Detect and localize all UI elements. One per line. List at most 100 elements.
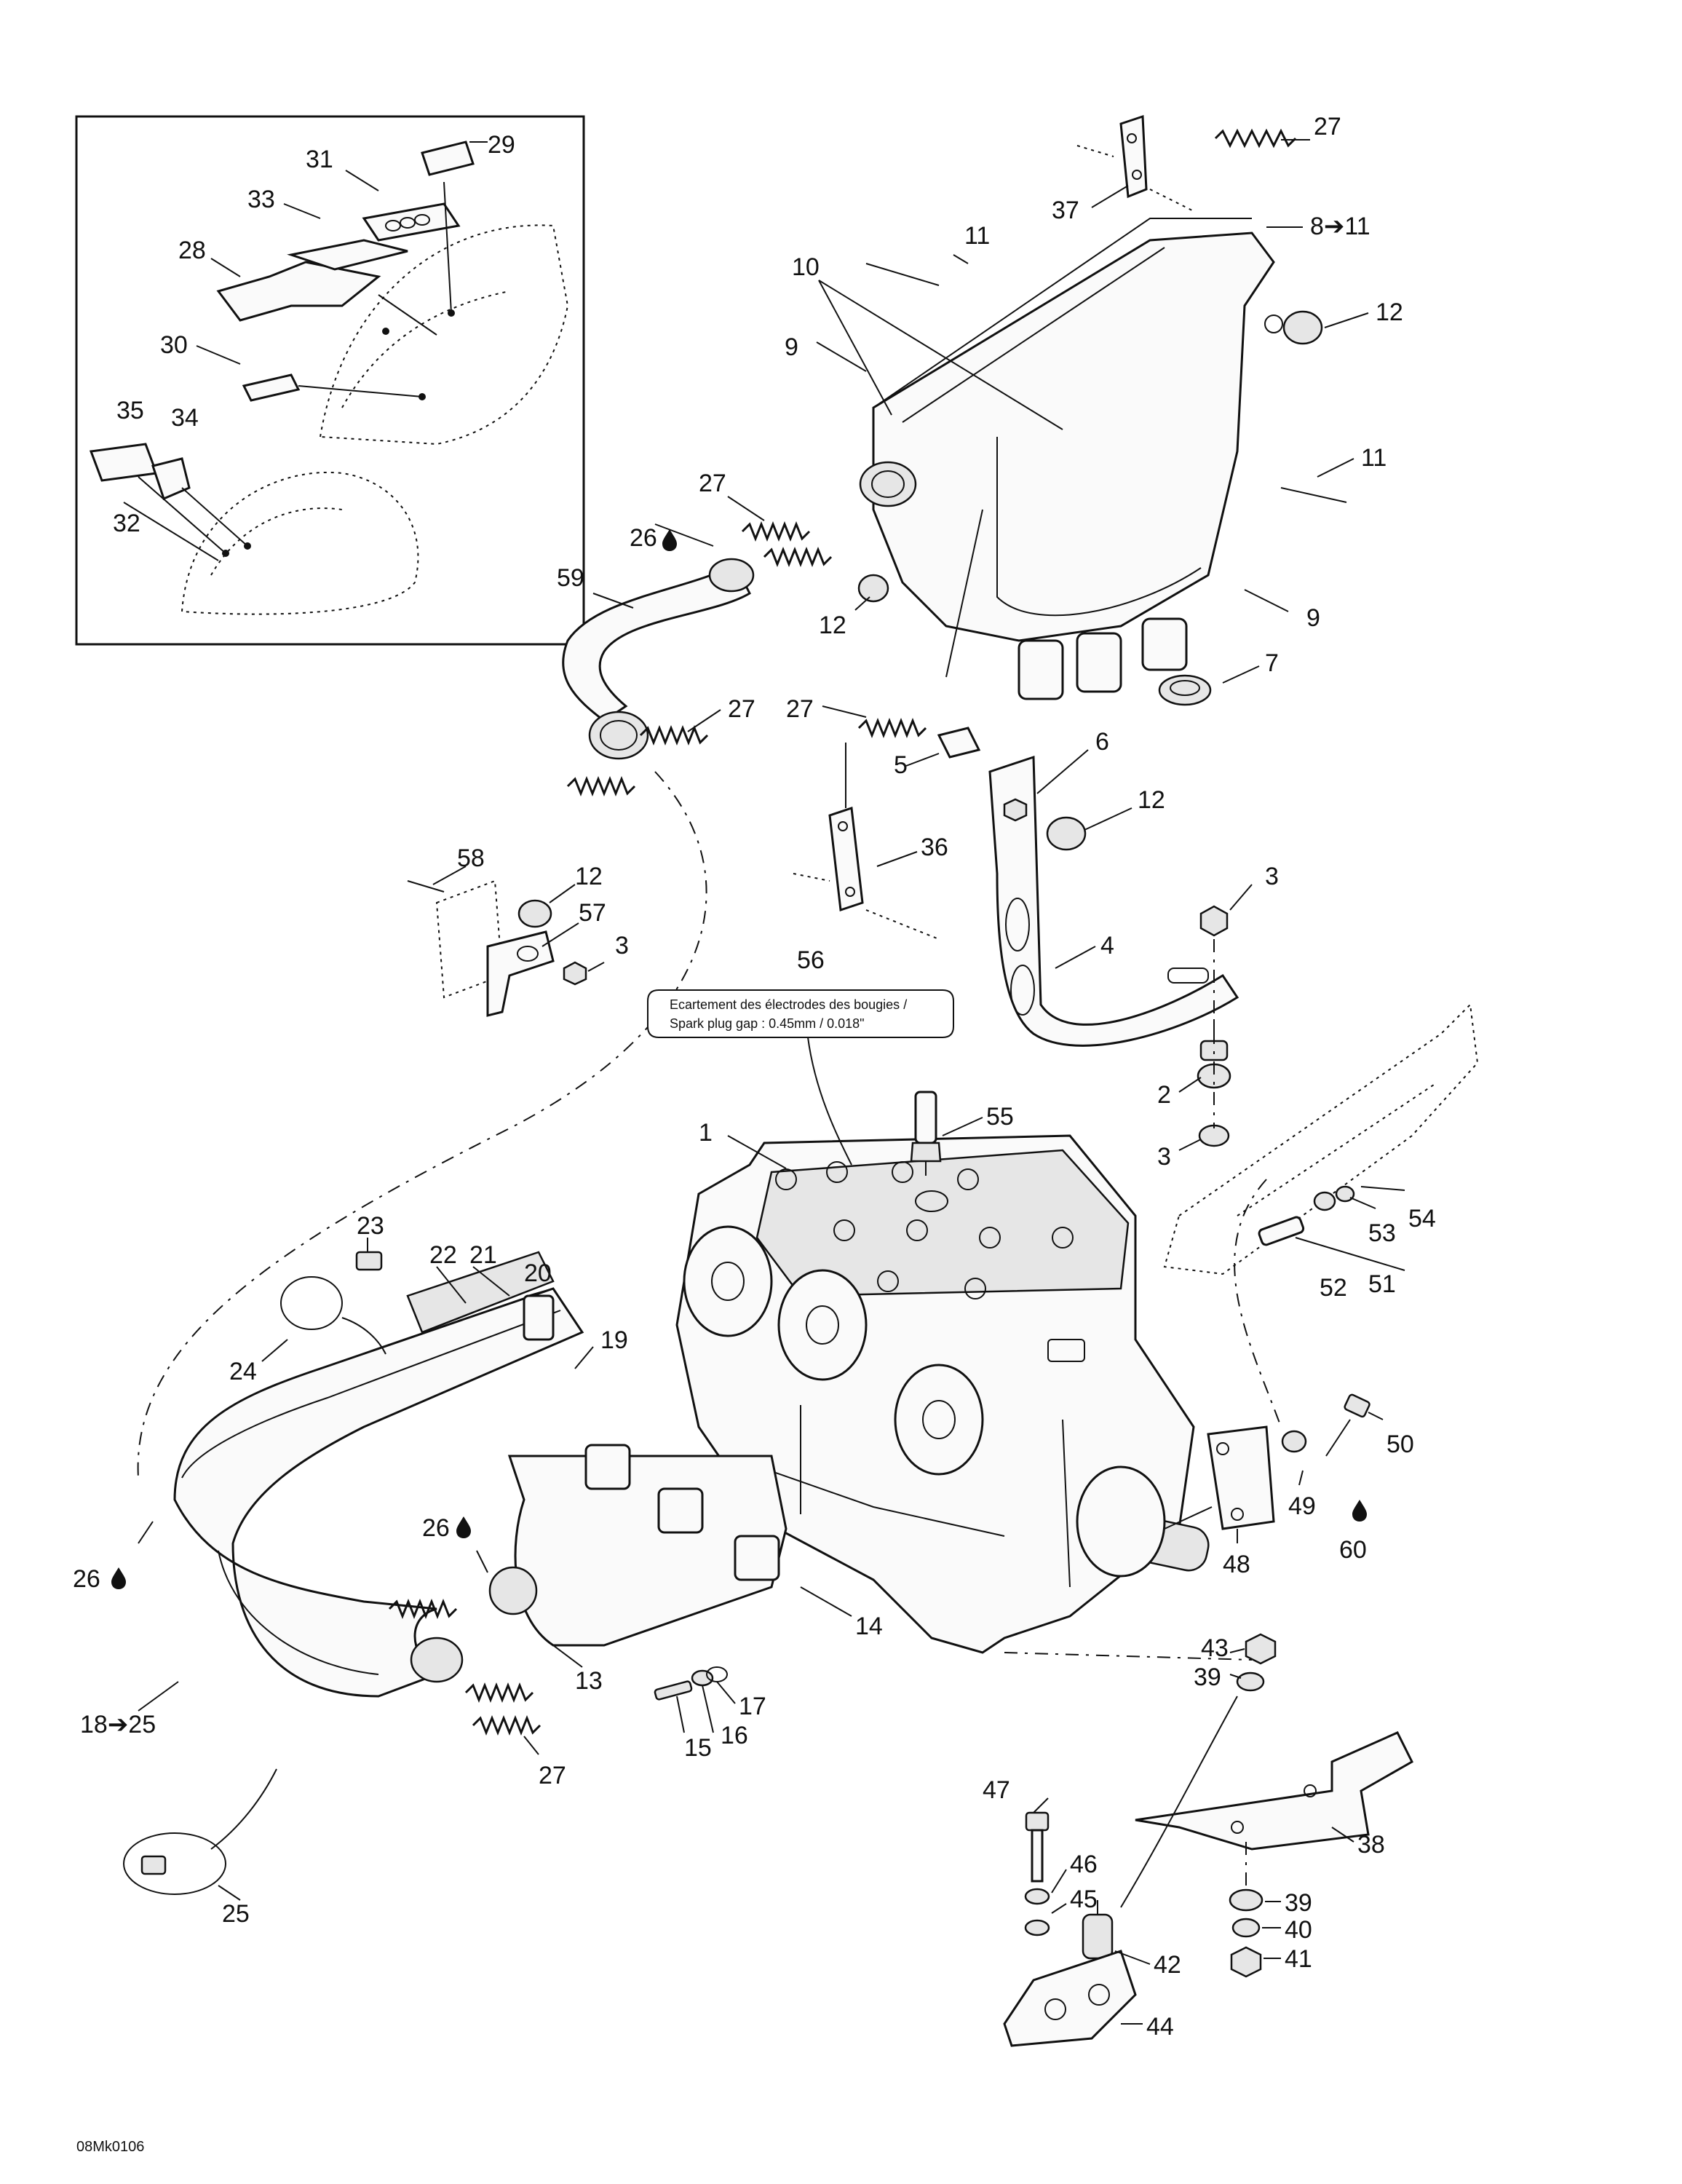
callout-36: 36: [921, 834, 948, 861]
callout-20: 20: [524, 1259, 552, 1287]
panel-31: [362, 202, 461, 242]
callout-59: 59: [557, 564, 584, 592]
engine-block: [675, 1134, 1210, 1654]
spark-plug-55: [910, 1091, 983, 1176]
inset-panel: [75, 115, 585, 646]
spark-plug-gap-note: Ecartement des électrodes des bougies / …: [647, 989, 954, 1038]
callout-4: 4: [1100, 932, 1114, 960]
callout-40: 40: [1285, 1916, 1312, 1944]
panel-30: [242, 373, 301, 402]
panel-29: [421, 141, 475, 176]
panel-33: [287, 239, 408, 271]
tail-pipe-59: [562, 523, 755, 760]
callout-13: 13: [575, 1667, 603, 1695]
callout-22: 22: [429, 1241, 457, 1269]
callout-24: 24: [229, 1358, 257, 1385]
callout-49: 49: [1288, 1492, 1316, 1520]
callout-7: 7: [1265, 649, 1279, 677]
callout-27-bracket: 27: [786, 695, 814, 723]
lower-mount: [1003, 1633, 1413, 2047]
callout-48: 48: [1223, 1551, 1250, 1578]
callout-50: 50: [1387, 1431, 1414, 1458]
callout-47: 47: [983, 1776, 1010, 1804]
callout-38: 38: [1357, 1831, 1385, 1859]
muffler-assembly: [816, 114, 1369, 706]
callout-54: 54: [1408, 1205, 1436, 1233]
callout-12-bracket: 12: [1138, 786, 1165, 814]
callout-26-mid: 26: [422, 1514, 450, 1542]
callout-51: 51: [1368, 1270, 1396, 1298]
callout-43: 43: [1201, 1634, 1229, 1662]
callout-53: 53: [1368, 1219, 1396, 1247]
callout-27-bottom: 27: [539, 1762, 566, 1789]
callout-42: 42: [1154, 1951, 1181, 1979]
callout-57: 57: [579, 899, 606, 927]
callout-9-top: 9: [785, 333, 798, 361]
callout-46: 46: [1070, 1851, 1098, 1878]
callout-labels: 1 2 3 3 3 4 5 6 7 8➔11 9 9 10 11 11 12 1…: [73, 113, 1436, 2041]
frame-section: [1163, 1002, 1479, 1275]
routing-line: [137, 771, 707, 1479]
callout-28: 28: [178, 237, 206, 264]
callout-60: 60: [1339, 1536, 1367, 1564]
callout-3-left: 3: [615, 932, 629, 960]
drop-icon: [111, 529, 1367, 1589]
callout-31: 31: [306, 146, 333, 173]
panel-28: [216, 261, 381, 322]
callout-23: 23: [357, 1212, 384, 1240]
callout-58: 58: [457, 844, 485, 872]
callout-26-top: 26: [630, 524, 657, 552]
callout-16: 16: [721, 1722, 748, 1749]
bracket-4: [905, 727, 1239, 1047]
callout-2: 2: [1157, 1081, 1171, 1109]
mount-2: [1178, 884, 1253, 1151]
callout-27-pipe: 27: [728, 695, 755, 723]
callout-12-muffler: 12: [1376, 298, 1403, 326]
callout-33: 33: [247, 186, 275, 213]
spark-note-line-1: Ecartement des électrodes des bougies /: [670, 997, 907, 1012]
callout-39-bottom: 39: [1285, 1889, 1312, 1917]
diagram-code: 08Mk0106: [76, 2139, 144, 2155]
callout-3-top: 3: [1265, 863, 1279, 890]
callout-44: 44: [1146, 2013, 1174, 2041]
callout-8: 8➔11: [1310, 213, 1370, 240]
callout-32: 32: [113, 510, 140, 537]
callout-41: 41: [1285, 1945, 1312, 1973]
plate-48: [1164, 1393, 1384, 1543]
callout-17: 17: [739, 1693, 766, 1720]
callout-6: 6: [1095, 728, 1109, 756]
callout-27-top: 27: [1314, 113, 1341, 141]
callout-11-top: 11: [964, 222, 990, 250]
callout-11-right: 11: [1361, 444, 1387, 472]
callout-1: 1: [699, 1119, 713, 1147]
callout-21: 21: [469, 1241, 497, 1269]
routing-line-3: [1234, 1179, 1282, 1428]
callout-5: 5: [894, 751, 908, 779]
callout-34: 34: [171, 404, 199, 432]
callout-3-bottom: 3: [1157, 1143, 1171, 1171]
callout-18: 18➔25: [80, 1711, 156, 1738]
panel-34: [151, 457, 191, 501]
callout-52: 52: [1320, 1274, 1347, 1302]
bracket-36: [793, 806, 940, 940]
panel-35: [89, 443, 159, 482]
callout-39-top: 39: [1194, 1663, 1221, 1691]
callout-19: 19: [600, 1326, 628, 1354]
callout-37: 37: [1052, 197, 1079, 224]
callout-27-mid: 27: [699, 470, 726, 497]
callout-35: 35: [116, 397, 144, 424]
callout-9-bottom: 9: [1306, 604, 1320, 632]
callout-29: 29: [488, 131, 515, 159]
callout-26-left: 26: [73, 1565, 100, 1593]
callout-56: 56: [797, 946, 825, 974]
springs-27: [566, 496, 927, 808]
callout-30: 30: [160, 331, 188, 359]
callout-12-mid: 12: [819, 612, 846, 639]
routing-line-2: [1004, 1652, 1253, 1661]
callout-15: 15: [684, 1734, 712, 1762]
tuned-pipe-18: [123, 1238, 852, 1901]
callout-45: 45: [1070, 1886, 1098, 1913]
callout-25: 25: [222, 1900, 250, 1928]
bracket-57: [407, 866, 605, 1017]
